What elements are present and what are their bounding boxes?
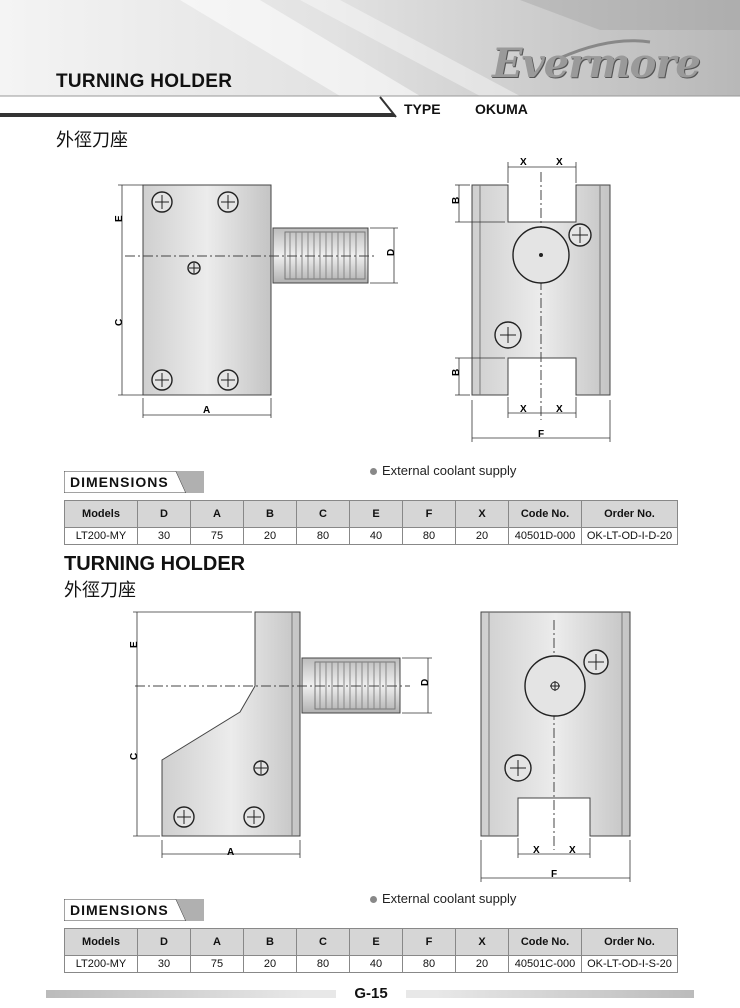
col-X: X bbox=[455, 500, 509, 528]
col-C: C bbox=[296, 500, 350, 528]
page-number: G-15 bbox=[336, 985, 406, 1005]
page-title: TURNING HOLDER bbox=[56, 71, 233, 92]
bullet-icon bbox=[370, 896, 377, 904]
table-row: LT200-MY 30 75 20 80 40 80 20 40501D-000… bbox=[64, 527, 678, 545]
col-A: A bbox=[190, 928, 244, 956]
section2-title: TURNING HOLDER bbox=[64, 553, 246, 575]
col-order-no: Order No. bbox=[581, 500, 678, 528]
holder-body-side-2 bbox=[161, 611, 301, 837]
dim2-label-D: D bbox=[420, 679, 431, 686]
dim-label-X-bottom-2: X bbox=[556, 404, 563, 415]
dimensions-tab-1: DIMENSIONS bbox=[64, 471, 204, 493]
col-X: X bbox=[455, 928, 509, 956]
dimensions-tab-label: DIMENSIONS bbox=[70, 474, 169, 490]
col-E: E bbox=[349, 500, 403, 528]
section2-title-chinese: 外徑刀座 bbox=[64, 580, 136, 601]
col-D: D bbox=[137, 928, 191, 956]
col-F: F bbox=[402, 928, 456, 956]
table-header-row: Models D A B C E F X Code No. Order No. bbox=[64, 500, 678, 528]
subtitle-chinese: 外徑刀座 bbox=[56, 130, 128, 151]
dimensions-table-2: Models D A B C E F X Code No. Order No. … bbox=[64, 928, 678, 973]
table-header-row: Models D A B C E F X Code No. Order No. bbox=[64, 928, 678, 956]
header-background bbox=[0, 0, 740, 118]
dim2-label-F: F bbox=[551, 869, 557, 880]
dim-label-A: A bbox=[203, 405, 210, 416]
dim-label-X-top-2: X bbox=[556, 157, 563, 168]
col-E: E bbox=[349, 928, 403, 956]
col-D: D bbox=[137, 500, 191, 528]
dim-label-X-bottom-1: X bbox=[520, 404, 527, 415]
dimensions-tab-label: DIMENSIONS bbox=[70, 902, 169, 918]
col-F: F bbox=[402, 500, 456, 528]
col-order-no: Order No. bbox=[581, 928, 678, 956]
table-row: LT200-MY 30 75 20 80 40 80 20 40501C-000… bbox=[64, 955, 678, 973]
dim2-label-C: C bbox=[129, 753, 140, 760]
technical-drawing-1: E C A D X X X X B B F bbox=[114, 157, 611, 442]
col-code-no: Code No. bbox=[508, 500, 582, 528]
col-models: Models bbox=[64, 500, 138, 528]
bullet-icon bbox=[370, 468, 377, 476]
brand-logo: Evermore bbox=[492, 40, 701, 87]
dim2-label-X-1: X bbox=[533, 845, 540, 856]
col-A: A bbox=[190, 500, 244, 528]
holder-body-front-2 bbox=[480, 611, 631, 837]
coolant-note-1: External coolant supply bbox=[370, 463, 516, 478]
type-value: OKUMA bbox=[475, 101, 528, 117]
dim-label-E: E bbox=[114, 215, 125, 222]
holder-body-side bbox=[142, 184, 272, 396]
dim-label-B-top: B bbox=[451, 197, 462, 204]
col-code-no: Code No. bbox=[508, 928, 582, 956]
dim-label-F: F bbox=[538, 429, 544, 440]
dim-label-C: C bbox=[114, 319, 125, 326]
technical-drawing-2: E C A D X X F bbox=[129, 611, 631, 882]
col-B: B bbox=[243, 500, 297, 528]
col-C: C bbox=[296, 928, 350, 956]
dim-label-D: D bbox=[386, 249, 397, 256]
dimensions-tab-2: DIMENSIONS bbox=[64, 899, 204, 921]
dim2-label-A: A bbox=[227, 847, 234, 858]
dim-label-B-bottom: B bbox=[451, 369, 462, 376]
dim-label-X-top-1: X bbox=[520, 157, 527, 168]
dim2-label-E: E bbox=[129, 641, 140, 648]
dimensions-table-1: Models D A B C E F X Code No. Order No. … bbox=[64, 500, 678, 545]
dim2-label-X-2: X bbox=[569, 845, 576, 856]
type-label: TYPE bbox=[404, 101, 441, 117]
coolant-note-2: External coolant supply bbox=[370, 891, 516, 906]
col-models: Models bbox=[64, 928, 138, 956]
col-B: B bbox=[243, 928, 297, 956]
